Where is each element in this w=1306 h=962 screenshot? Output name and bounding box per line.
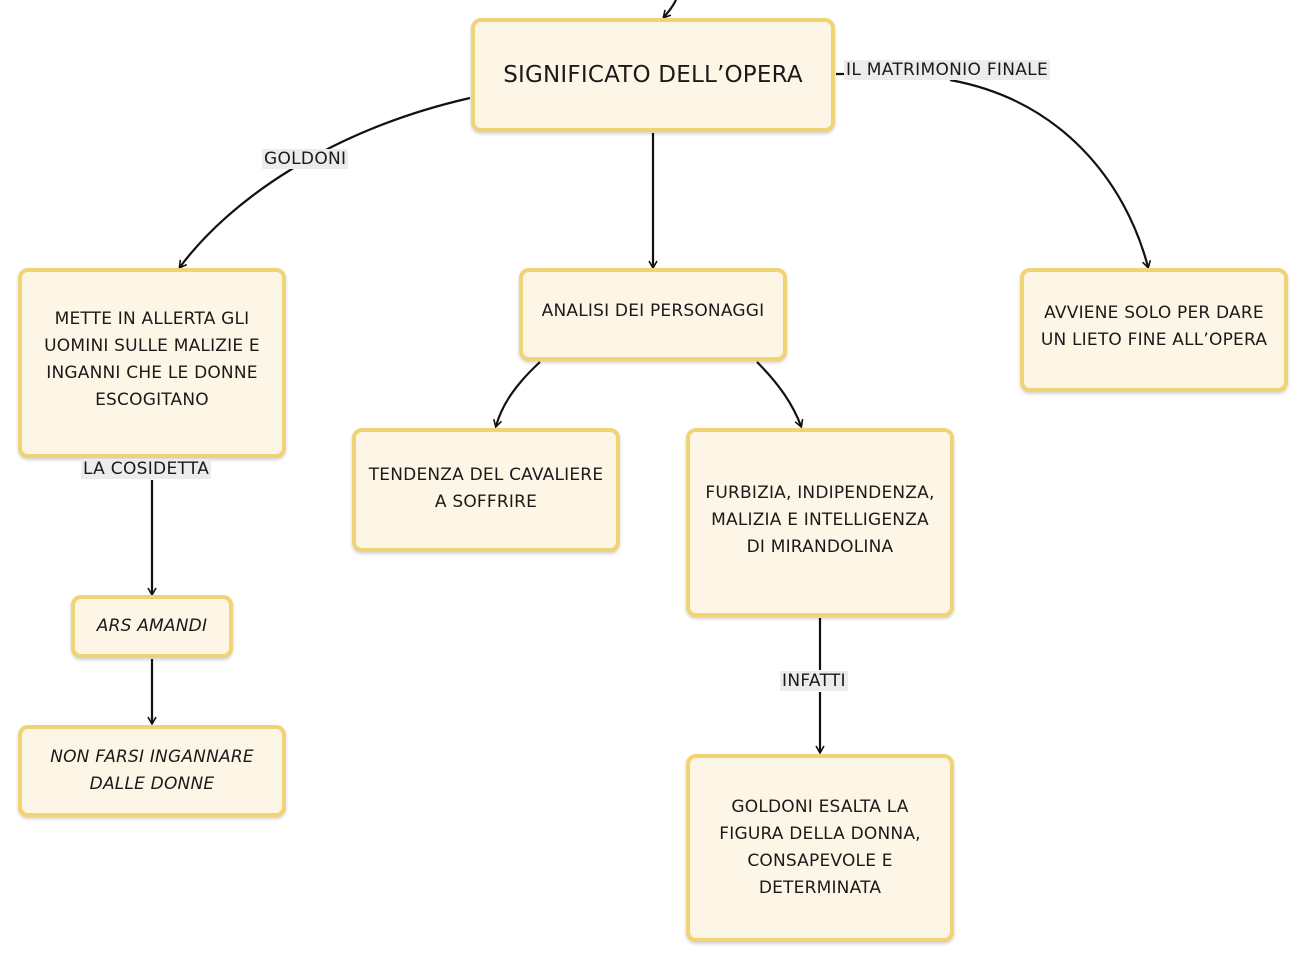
node-significato-opera[interactable]: SIGNIFICATO DELL’OPERA	[471, 18, 835, 132]
edge-label-infatti: INFATTI	[780, 671, 848, 691]
edge-significato-mette	[178, 96, 471, 270]
node-analisi-personaggi[interactable]: ANALISI DEI PERSONAGGI	[519, 268, 787, 361]
node-tendenza-cavaliere-text: TENDENZA DEL CAVALIERE A SOFFRIRE	[368, 465, 604, 512]
node-furbizia-mirandolina[interactable]: FURBIZIA, INDIPENDENZA, MALIZIA E INTELL…	[686, 428, 954, 617]
edge-analisi-tendenza	[493, 361, 541, 429]
node-significato-opera-text: SIGNIFICATO DELL’OPERA	[503, 61, 803, 88]
node-furbizia-mirandolina-text: FURBIZIA, INDIPENDENZA, MALIZIA E INTELL…	[705, 483, 935, 557]
edge-label-matrimonio-finale: IL MATRIMONIO FINALE	[844, 60, 1050, 80]
edge-analisi-furbizia	[756, 361, 804, 429]
node-avviene-lieto-fine[interactable]: AVVIENE SOLO PER DARE UN LIETO FINE ALL’…	[1020, 268, 1288, 392]
edge-significato-avviene	[836, 72, 1148, 267]
node-tendenza-cavaliere[interactable]: TENDENZA DEL CAVALIERE A SOFFRIRE	[352, 428, 620, 552]
node-non-farsi-ingannare[interactable]: NON FARSI INGANNARE DALLE DONNE	[18, 725, 286, 817]
node-non-farsi-ingannare-text: NON FARSI INGANNARE DALLE DONNE	[50, 747, 254, 794]
edge-label-la-cosidetta: LA COSIDETTA	[81, 459, 212, 479]
node-mette-in-allerta-text: METTE IN ALLERTA GLI UOMINI SULLE MALIZI…	[44, 309, 260, 410]
edge-incoming-top	[662, 0, 677, 19]
node-avviene-lieto-fine-text: AVVIENE SOLO PER DARE UN LIETO FINE ALL’…	[1040, 303, 1268, 350]
node-goldoni-esalta-text: GOLDONI ESALTA LA FIGURA DELLA DONNA, CO…	[719, 797, 921, 898]
node-ars-amandi[interactable]: ARS AMANDI	[71, 595, 233, 658]
node-analisi-personaggi-text: ANALISI DEI PERSONAGGI	[541, 301, 765, 321]
node-goldoni-esalta[interactable]: GOLDONI ESALTA LA FIGURA DELLA DONNA, CO…	[686, 754, 954, 942]
edge-label-goldoni: GOLDONI	[262, 149, 349, 169]
node-ars-amandi-text: ARS AMANDI	[96, 616, 208, 636]
node-mette-in-allerta[interactable]: METTE IN ALLERTA GLI UOMINI SULLE MALIZI…	[18, 268, 286, 458]
